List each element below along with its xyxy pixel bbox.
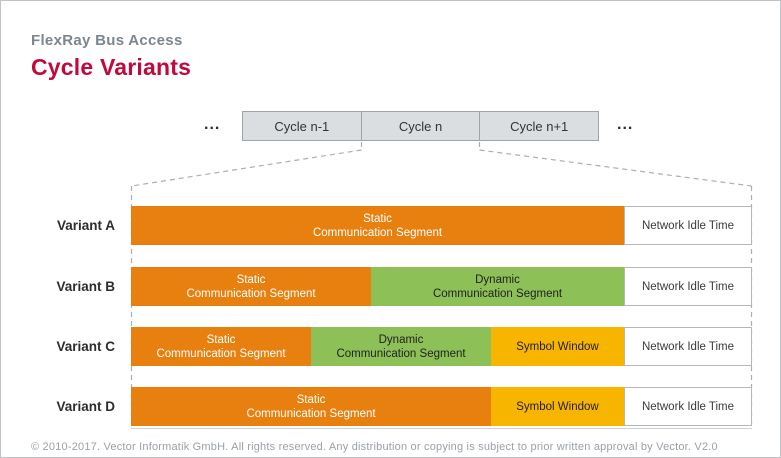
- rows-bottom-shadow-line: [131, 428, 752, 429]
- variant-label: Variant A: [56, 218, 115, 233]
- ellipsis-right: ...: [617, 116, 634, 133]
- cycle-cell-n-plus-1: Cycle n+1: [479, 112, 598, 140]
- segment-label: Communication Segment: [336, 347, 466, 360]
- segment-label: Network Idle Time: [641, 340, 735, 353]
- cycle-timeline: Cycle n-1 Cycle n Cycle n+1: [242, 111, 599, 141]
- segment-label: Communication Segment: [186, 287, 316, 300]
- segment-label: Communication Segment: [246, 407, 376, 420]
- segment-label: Dynamic: [475, 273, 520, 286]
- variant-label: Variant C: [56, 339, 115, 354]
- cycle-cell-n: Cycle n: [360, 112, 480, 140]
- variant-label: Variant B: [56, 279, 115, 294]
- page-title: Cycle Variants: [31, 54, 192, 80]
- variant-label: Variant D: [56, 399, 115, 414]
- segment-label: Dynamic: [378, 333, 424, 346]
- segment-label: Network Idle Time: [641, 280, 735, 293]
- segment-label: Static: [296, 393, 326, 406]
- ellipsis-left: ...: [204, 116, 221, 133]
- segment-label: Static: [206, 333, 236, 346]
- copyright-text: © 2010-2017. Vector Informatik GmbH. All…: [31, 441, 718, 453]
- segment-label: Static: [363, 212, 392, 225]
- segment-nit: Network Idle Time: [624, 267, 752, 306]
- segment-label: Symbol Window: [516, 340, 599, 353]
- segment-label: Communication Segment: [156, 347, 286, 360]
- page-subtitle: FlexRay Bus Access: [31, 32, 183, 49]
- segment-symbol: Symbol Window: [491, 387, 624, 426]
- segment-nit: Network Idle Time: [624, 206, 752, 245]
- segment-label: Static: [236, 273, 266, 286]
- segment-nit: Network Idle Time: [624, 327, 752, 366]
- segment-label: Communication Segment: [312, 226, 443, 239]
- segment-label: Communication Segment: [432, 287, 563, 300]
- segment-label: Symbol Window: [516, 400, 599, 413]
- cycle-cell-n-minus-1: Cycle n-1: [274, 118, 330, 134]
- segment-nit: Network Idle Time: [624, 387, 752, 426]
- segment-label: Network Idle Time: [641, 219, 735, 232]
- segment-symbol: Symbol Window: [491, 327, 624, 366]
- segment-label: Network Idle Time: [641, 400, 735, 413]
